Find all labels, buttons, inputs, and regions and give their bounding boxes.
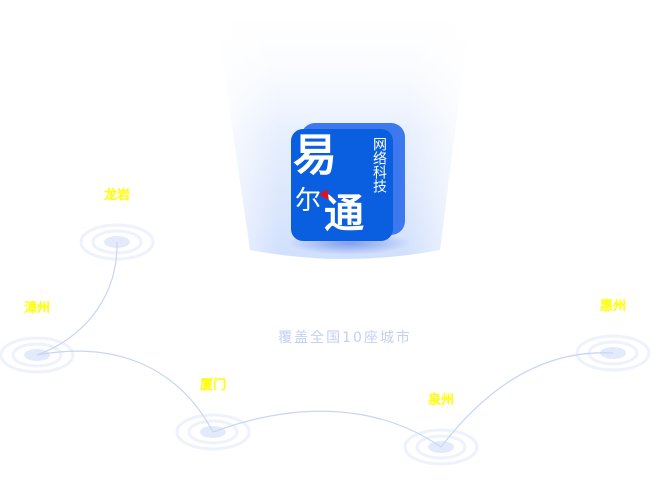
route-line: [440, 352, 614, 448]
route-line: [212, 410, 442, 448]
route-line: [36, 241, 118, 356]
coverage-tagline: 覆盖全国10座城市: [278, 330, 412, 346]
logo-tile: 易 尔 通 网络科技: [291, 129, 393, 241]
node-ring: [175, 413, 251, 451]
logo-char-3: 通: [324, 190, 364, 237]
node-ring: [0, 336, 75, 374]
city-label: 漳州: [23, 301, 51, 316]
city-label: 泉州: [427, 393, 455, 408]
logo-subtitle: 网络科技: [371, 137, 387, 193]
node-ring: [575, 334, 651, 372]
node-ring: [187, 419, 239, 445]
node-ring: [415, 434, 467, 460]
route-line: [36, 350, 214, 433]
company-logo: 易 尔 通 网络科技: [287, 123, 411, 255]
node-ring: [403, 428, 479, 466]
city-label: 龙岩: [103, 188, 131, 203]
node-ring: [11, 342, 63, 368]
logo-char-2: 尔: [295, 186, 322, 216]
city-label: 厦门: [199, 378, 227, 393]
logo-char-1: 易: [293, 130, 337, 181]
city-label: 惠州: [599, 299, 627, 314]
node-ring: [79, 223, 155, 261]
